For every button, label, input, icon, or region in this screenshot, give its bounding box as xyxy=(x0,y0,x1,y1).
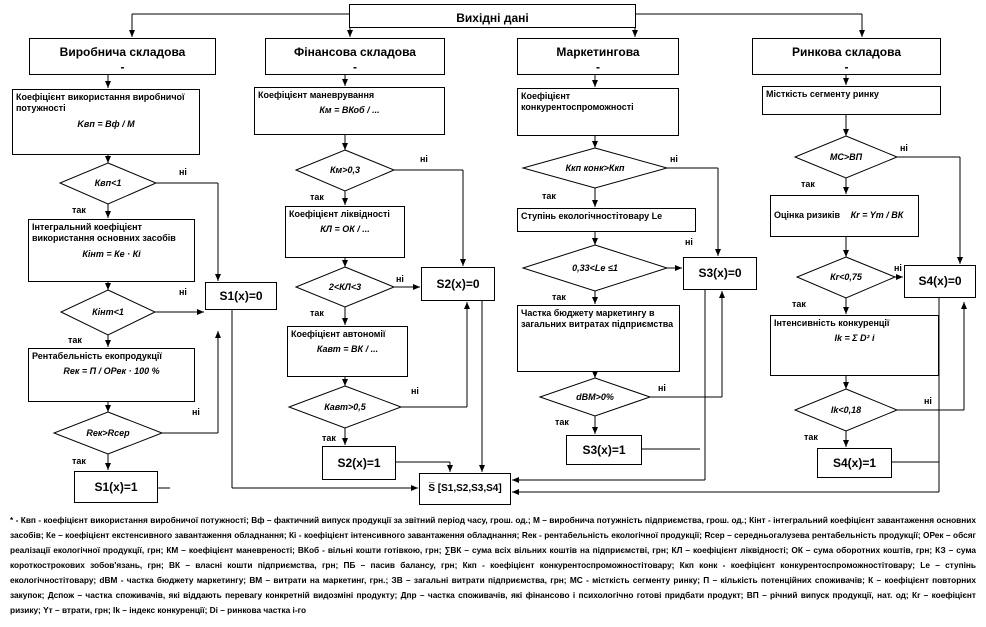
no-label: ні xyxy=(658,383,666,393)
s3-zero-result: S3(x)=0 xyxy=(683,257,757,290)
yes-label: так xyxy=(68,335,82,345)
autonomy-decision: Кавт>0,5 xyxy=(324,402,366,412)
segment-capacity-box: Місткість сегменту ринку xyxy=(762,86,941,115)
capacity-decision: Квп<1 xyxy=(94,178,122,188)
yes-label: так xyxy=(804,432,818,442)
column-header-market: Ринкова складова - xyxy=(752,38,941,75)
eco-profitability-decision: Rек>Rсер xyxy=(86,428,130,438)
liquidity-decision: 2<КЛ<3 xyxy=(328,282,362,292)
competitiveness-box: Коефіцієнт конкурентоспроможності xyxy=(517,88,679,136)
no-label: ні xyxy=(420,154,428,164)
marketing-budget-label: Частка бюджету маркетингу в загальних ви… xyxy=(521,308,674,330)
risk-assessment-label: Оцінка ризиків xyxy=(774,210,841,220)
autonomy-box: Коефіцієнт автономії Кавт = ВК / ... xyxy=(287,326,408,377)
competition-decision: Ik<0,18 xyxy=(830,405,862,415)
column-dash-marketing: - xyxy=(596,60,600,74)
column-header-finance: Фінансова складова - xyxy=(265,38,445,75)
eco-profitability-formula: Rек = П / ОРек · 100 % xyxy=(63,366,160,377)
input-data-box: Вихідні дані xyxy=(349,4,636,28)
column-dash-production: - xyxy=(120,60,125,74)
competition-intensity-label: Інтенсивність конкуренції xyxy=(774,318,890,328)
eco-profitability-box: Рентабельність екопродукції Rек = П / ОР… xyxy=(28,348,195,402)
s1-zero-result: S1(x)=0 xyxy=(205,282,277,310)
s3-one-result: S3(x)=1 xyxy=(566,435,642,465)
competition-intensity-formula: Ik = Σ D² i xyxy=(834,333,875,344)
s4-zero-result: S4(x)=0 xyxy=(904,265,976,298)
no-label: ні xyxy=(900,143,908,153)
final-vector-box: S̅ [S1,S2,S3,S4] xyxy=(419,473,511,505)
column-dash-market: - xyxy=(844,60,849,74)
no-label: ні xyxy=(411,386,419,396)
risk-assessment-formula: Кr = Yт / ВК xyxy=(850,210,904,220)
eco-profitability-label: Рентабельність екопродукції xyxy=(32,351,162,361)
yes-label: так xyxy=(542,191,556,201)
marketing-budget-box: Частка бюджету маркетингу в загальних ви… xyxy=(517,305,680,372)
maneuverability-label: Коефіцієнт маневрування xyxy=(258,90,375,100)
yes-label: так xyxy=(72,456,86,466)
column-title-marketing: Маркетингова xyxy=(556,45,640,59)
no-label: ні xyxy=(685,237,693,247)
column-dash-finance: - xyxy=(353,60,357,74)
autonomy-formula: Кавт = ВК / ... xyxy=(316,344,379,355)
segment-capacity-label: Місткість сегменту ринку xyxy=(766,89,879,99)
eco-degree-label: Ступінь екологічностітовару Lе xyxy=(521,211,663,221)
yes-label: так xyxy=(72,205,86,215)
maneuverability-box: Коефіцієнт маневрування Км = ВКоб / ... xyxy=(254,87,445,135)
yes-label: так xyxy=(801,179,815,189)
capacity-utilization-label: Коефіцієнт використання виробничої потуж… xyxy=(16,92,185,114)
yes-label: так xyxy=(555,417,569,427)
eco-degree-decision: 0,33<Lе ≤1 xyxy=(572,263,618,273)
yes-label: так xyxy=(310,192,324,202)
column-header-production: Виробнича складова - xyxy=(29,38,216,75)
s1-one-result: S1(x)=1 xyxy=(74,471,158,503)
eco-degree-box: Ступінь екологічностітовару Lе xyxy=(517,208,696,232)
fixed-assets-decision: Кінт<1 xyxy=(92,307,124,317)
column-title-production: Виробнича складова xyxy=(59,45,186,59)
no-label: ні xyxy=(179,167,187,177)
liquidity-label: Коефіцієнт ліквідності xyxy=(289,209,390,219)
no-label: ні xyxy=(670,154,678,164)
s2-zero-result: S2(x)=0 xyxy=(421,267,495,301)
segment-capacity-decision: МС>ВП xyxy=(829,152,863,162)
capacity-utilization-box: Коефіцієнт використання виробничої потуж… xyxy=(12,89,200,155)
no-label: ні xyxy=(179,287,187,297)
liquidity-formula: КЛ = ОК / ... xyxy=(320,224,370,235)
no-label: ні xyxy=(924,396,932,406)
competition-intensity-box: Інтенсивність конкуренції Ik = Σ D² i xyxy=(770,315,939,376)
column-title-market: Ринкова складова xyxy=(792,45,901,59)
fixed-assets-formula: Кінт = Кe · Кi xyxy=(82,248,141,259)
competitiveness-decision: Ккп конк>Ккп xyxy=(565,163,625,173)
no-label: ні xyxy=(192,407,200,417)
competitiveness-label: Коефіцієнт конкурентоспроможності xyxy=(521,91,634,113)
yes-label: так xyxy=(792,299,806,309)
liquidity-box: Коефіцієнт ліквідності КЛ = ОК / ... xyxy=(285,206,405,258)
marketing-budget-decision: dВМ>0% xyxy=(576,392,614,402)
risk-assessment-box: Оцінка ризиків Кr = Yт / ВК xyxy=(770,195,919,237)
maneuverability-decision: Км>0,3 xyxy=(330,165,360,175)
risk-decision: Кr<0,75 xyxy=(830,272,862,282)
capacity-utilization-formula: Kвп = Вф / М xyxy=(77,118,135,129)
yes-label: так xyxy=(310,308,324,318)
column-header-marketing: Маркетингова - xyxy=(517,38,679,75)
fixed-assets-box: Інтегральний коефіцієнт використання осн… xyxy=(28,219,195,282)
no-label: ні xyxy=(894,263,902,273)
s2-one-result: S2(x)=1 xyxy=(322,446,396,480)
s4-one-result: S4(x)=1 xyxy=(817,448,892,478)
yes-label: так xyxy=(552,292,566,302)
autonomy-label: Коефіцієнт автономії xyxy=(291,329,386,339)
no-label: ні xyxy=(396,274,404,284)
legend-footnote: * - Квп - коефіцієнт використання виробн… xyxy=(10,515,976,615)
column-title-finance: Фінансова складова xyxy=(294,45,416,59)
yes-label: так xyxy=(322,433,336,443)
maneuverability-formula: Км = ВКоб / ... xyxy=(319,105,380,116)
fixed-assets-label: Інтегральний коефіцієнт використання осн… xyxy=(32,222,176,244)
